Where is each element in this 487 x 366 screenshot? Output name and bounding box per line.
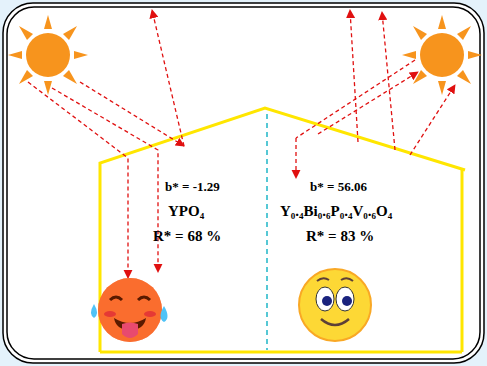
house-outline xyxy=(100,108,465,352)
sun xyxy=(402,15,482,95)
material-label: YPO₄ xyxy=(168,203,204,220)
material-label: b* = -1.29 xyxy=(165,180,220,194)
smiley-emoji xyxy=(299,269,371,341)
house-outline xyxy=(461,168,464,352)
frame xyxy=(7,7,480,359)
frame xyxy=(3,3,484,363)
sun xyxy=(8,15,88,95)
light-ray xyxy=(296,10,455,178)
material-label: b* = 56.06 xyxy=(310,180,367,194)
material-label: Y₀.₄Bi₀.₆P₀.₄V₀.₆O₄ xyxy=(280,203,392,220)
hot-face-emoji xyxy=(91,278,168,342)
material-label: R* = 68 % xyxy=(153,228,221,245)
divider xyxy=(266,114,268,350)
material-label: R* = 83 % xyxy=(306,228,374,245)
house-outline xyxy=(100,351,462,354)
